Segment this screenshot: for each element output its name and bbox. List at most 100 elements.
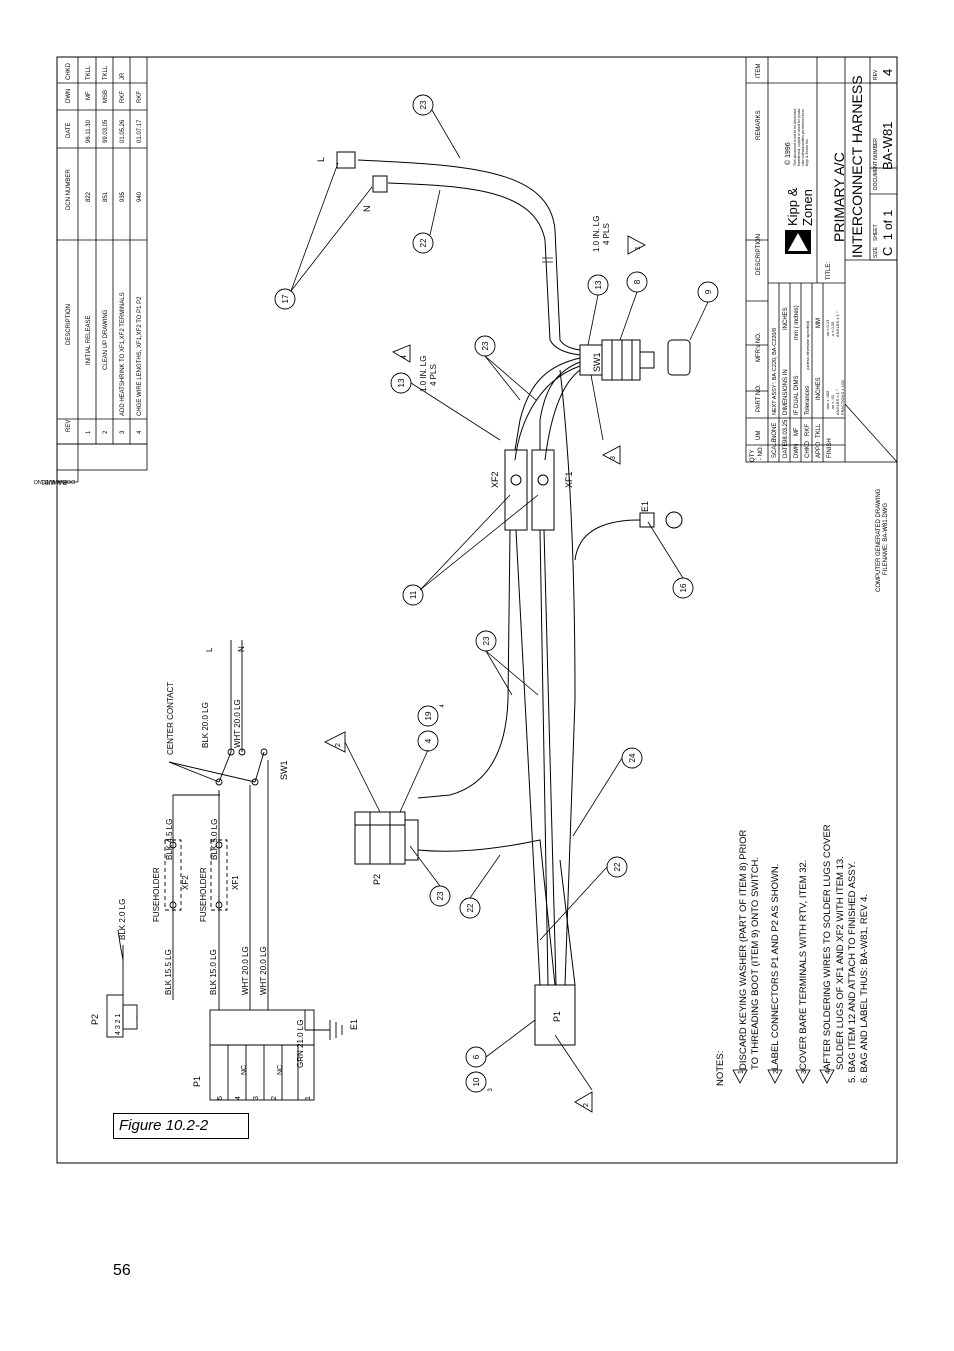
sch-p1-pin: 2 [271,1096,278,1100]
wire-23-p2 [417,529,511,799]
date-label: DATE [783,442,789,458]
balloon-num: 22 [466,903,475,912]
desc-cell: CLEAN UP DRAWING [103,309,109,370]
docnum-label: DOCUMENT NUMBER [873,138,879,190]
figure-label: Figure 10.2-2 [113,1113,249,1139]
balloon-num: 10 [472,1077,481,1086]
schematic-labels: P2 4 3 2 1 P1 5 4 3 2 1 NC NC E1 SW1 XF2… [90,646,359,1100]
sch-wire: BLK 15.0 LG [209,949,218,995]
rev-cell: 4 [137,430,143,434]
note-line: LABEL CONNECTORS P1 AND P2 AS SHOWN. [770,864,781,1070]
dual-dims: IF DUAL DIMS [794,376,800,415]
size-label: SIZE [873,246,879,258]
rev-cell: 2 [103,430,109,434]
wire-p1-b [539,529,549,986]
date-cell: 01.07.17 [137,119,143,143]
confidential-line: transferred, copied or used for produ- [797,107,801,166]
label-xf1: XF1 [564,471,574,488]
balloon-num: 22 [419,238,428,247]
schematic [106,640,343,1101]
tol-mm-line: .xx ± 0.13 [825,319,830,337]
flag-num: 3 [610,456,617,460]
label-n: N [362,206,372,213]
drawing-frame [56,56,898,1164]
balloon [402,584,424,606]
title-block-text: QTY - NO. UM PART NO. MFR’s NO. DESCRIPT… [750,64,895,592]
sheet-label: SHEET [873,224,879,241]
date-value: 98.03.25 [783,419,789,443]
dimensions-in: DIMENSIONS IN [783,369,789,415]
bom-description: DESCRIPTION [756,234,762,275]
flag-num: 2 [335,743,342,747]
computer-generated: COMPUTER GENERATED DRAWING [876,488,882,592]
sch-label-xf2: XF2 [181,875,190,890]
note-flag: 1 [738,1070,745,1074]
chkd-cell: JR [120,72,126,80]
balloon-num: 6 [472,1054,481,1059]
schematic-p1 [209,1009,315,1101]
confidential-line: This document is not to be disclosed, [793,108,797,166]
sch-label-n: N [237,646,246,652]
flag-leader [554,1034,593,1091]
sch-label-sw1: SW1 [279,760,289,780]
sch-label-l: L [205,647,214,652]
terminal-n [372,175,388,193]
sch-wire: WHT 20.0 LG [241,946,250,995]
note-flags [732,1069,835,1084]
flag-num: 1 [635,246,642,250]
title-label: TITLE: [826,262,832,280]
sch-fuseholder: FUSEHOLDER [199,867,208,922]
page-number: 56 [113,1262,131,1279]
dcn-cell: 822 [86,191,92,202]
balloon-num: 17 [281,294,290,303]
desc-cell: ADD HEATSHRINK TO XF1,XF2 TERMINALS [120,292,126,416]
logo-triangle [788,233,808,251]
chkd-header: CHKD [66,62,72,80]
note-line: DISCARD KEYING WASHER (PART OF ITEM 8) P… [738,830,749,1070]
sch-fuseholder: FUSEHOLDER [152,867,161,922]
notes-heading: NOTES: [715,1051,726,1086]
wire-xf2b [514,365,581,461]
balloon-num: 11 [409,590,418,599]
label-p1: P1 [552,1011,562,1022]
dwn-value: MF [794,427,800,436]
balloon-num: 23 [419,100,428,109]
harness-flag-numbers: 1 4 3 2 2 [335,246,642,1107]
dcn-header: DCN NUMBER [66,169,72,210]
title-block [745,56,898,463]
tol-mm-line: ANGLES ± 1 ° [835,311,840,337]
notes: NOTES: 1 2 3 4 DISCARD KEYING WASHER (PA… [715,824,870,1086]
label-p2: P2 [372,874,382,885]
schematic-xf2 [164,839,182,911]
balloon-num: 4 [424,738,433,743]
size-value: C [880,247,895,256]
length-note: 1.0 IN. LG [419,356,428,392]
date-cell: 99.03.05 [103,119,109,143]
sch-nc: NC [241,1065,248,1075]
confidential-line: ction without written permission from [801,109,805,166]
label-e1: E1 [640,501,650,512]
tol-inches: INCHES [816,377,822,400]
balloon-sub: 3 [488,1088,494,1092]
company-logo [785,230,811,254]
wire-p1-d [559,369,576,986]
desc-header: DESCRIPTION [66,304,72,345]
company-name-1: Kipp & [785,187,800,226]
ring-e1 [665,511,683,529]
balloon [274,288,296,310]
note-line: SOLDER LUGS OF XF1 AND XF2 WITH ITEM 13. [835,856,846,1070]
sch-label-e1: E1 [349,1019,359,1030]
balloon-num: 23 [436,891,445,900]
chkd-cell: TKLL [103,65,109,80]
note-flag: 3 [801,1070,808,1074]
sch-wire: BLK 2.0 LG [118,899,127,940]
appd-label: APPD [816,441,822,458]
sch-wire: BLK 20.0 LG [201,702,210,748]
harness-flags [323,235,646,1113]
desc-cell: INITIAL RELEASE [86,316,92,365]
switch-body [601,339,641,381]
note-line: AFTER SOLDERING WIRES TO SOLDER LUGS COV… [822,824,833,1070]
date-cell: 96.11.30 [86,119,92,143]
company-name-2: Zonen [800,189,815,226]
bom-remarks: REMARKS [756,110,762,140]
